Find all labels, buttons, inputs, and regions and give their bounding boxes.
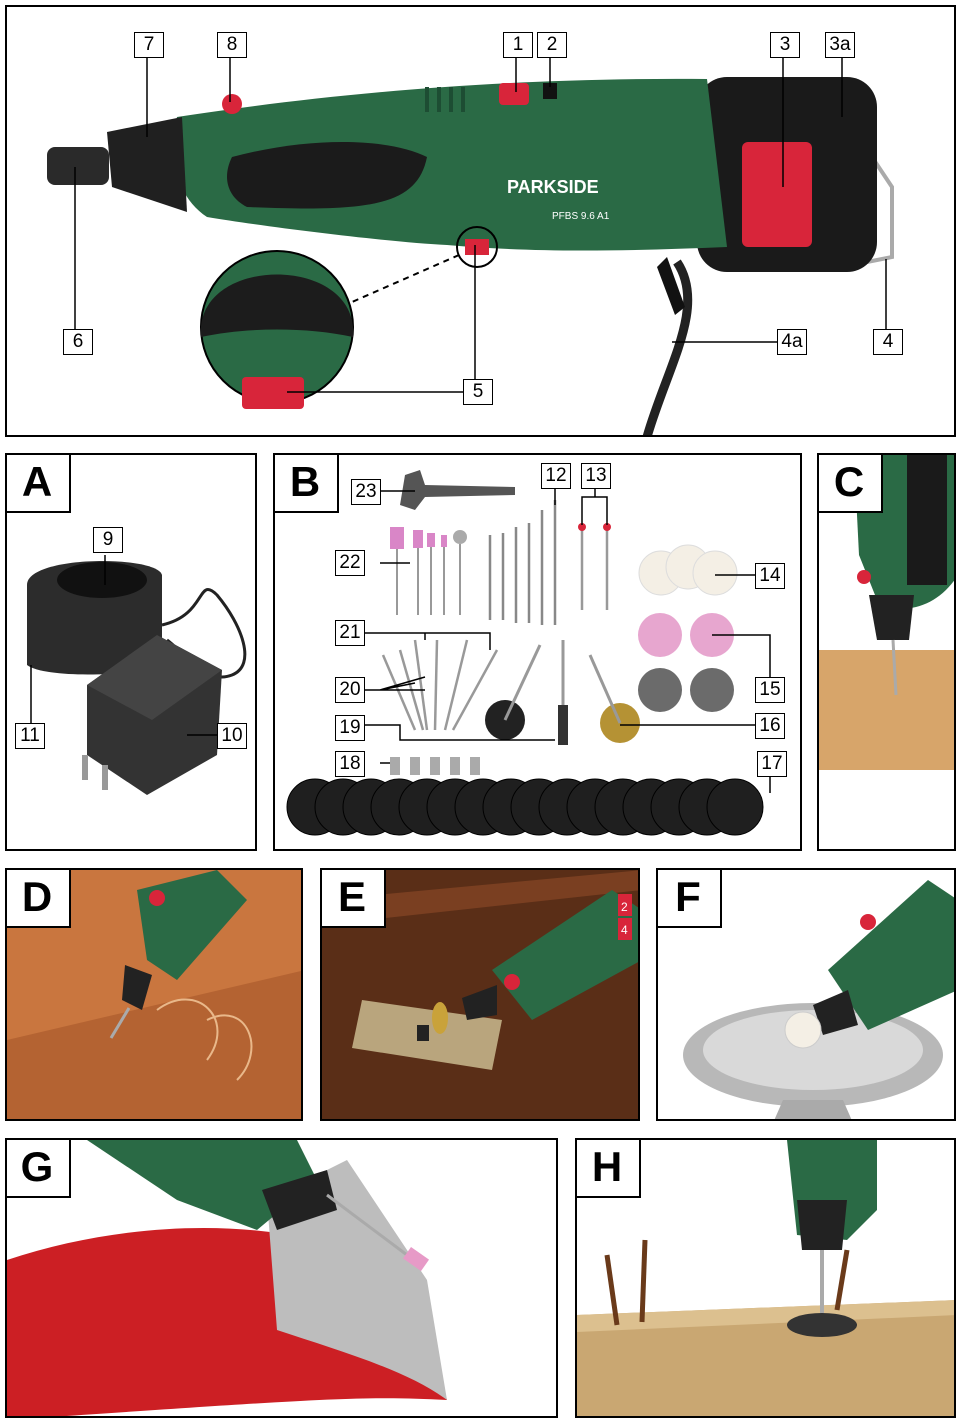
label-13: 13 — [581, 463, 611, 489]
speed-label-4: 4 — [621, 923, 628, 937]
panel-letter-a: A — [7, 455, 71, 513]
label-19: 19 — [335, 715, 365, 741]
label-21: 21 — [335, 620, 365, 646]
panel-b-accessories: B — [273, 453, 802, 851]
label-2: 2 — [537, 32, 567, 58]
label-23: 23 — [351, 479, 381, 505]
label-1: 1 — [503, 32, 533, 58]
panel-e-polishing: 2 4 E — [320, 868, 640, 1121]
label-18: 18 — [335, 751, 365, 777]
label-17: 17 — [757, 751, 787, 777]
label-22: 22 — [335, 550, 365, 576]
battery-release-button — [742, 142, 812, 247]
label-3a: 3a — [825, 32, 855, 58]
brand-logo: PARKSIDE — [507, 177, 599, 197]
label-4a: 4a — [777, 329, 807, 355]
label-15: 15 — [755, 677, 785, 703]
panel-letter-f: F — [658, 870, 722, 928]
label-14: 14 — [755, 563, 785, 589]
panel-g-sharpening: G — [5, 1138, 558, 1418]
panel-letter-h: H — [577, 1140, 641, 1198]
drilling-illustration — [819, 455, 954, 770]
panel-d-engraving: D — [5, 868, 303, 1121]
label-7: 7 — [134, 32, 164, 58]
rotary-tool-illustration: PARKSIDE PFBS 9.6 A1 — [47, 57, 894, 435]
panel-letter-b: B — [275, 455, 339, 513]
buffing-bowl-illustration — [683, 880, 954, 1119]
label-11: 11 — [15, 723, 45, 749]
label-3: 3 — [770, 32, 800, 58]
panel-letter-e: E — [322, 870, 386, 928]
accessories-illustration — [286, 470, 771, 836]
panel-letter-c: C — [819, 455, 883, 513]
label-8: 8 — [217, 32, 247, 58]
model-label: PFBS 9.6 A1 — [552, 211, 610, 222]
cutting-disc — [706, 778, 764, 836]
nail-cutting-illustration — [577, 1140, 954, 1416]
panel-f-buffing: F — [656, 868, 956, 1121]
panel-h-cutting: H — [575, 1138, 956, 1418]
main-tool-panel: PARKSIDE PFBS 9.6 A1 7 8 1 2 3 3a 6 4a 4… — [5, 5, 956, 437]
label-16: 16 — [755, 713, 785, 739]
panel-letter-g: G — [7, 1140, 71, 1198]
label-6: 6 — [63, 329, 93, 355]
label-4: 4 — [873, 329, 903, 355]
panel-letter-d: D — [7, 870, 71, 928]
panel-c-drilling: C — [817, 453, 956, 851]
label-5: 5 — [463, 379, 493, 405]
engraving-illustration — [7, 870, 301, 1119]
label-20: 20 — [335, 677, 365, 703]
charger-illustration — [27, 555, 247, 795]
panel-a-charger: A 9 11 10 — [5, 453, 257, 851]
speed-label-2: 2 — [621, 900, 628, 914]
axe-sharpening-illustration — [7, 1140, 447, 1416]
label-10: 10 — [217, 723, 247, 749]
label-12: 12 — [541, 463, 571, 489]
label-9: 9 — [93, 527, 123, 553]
